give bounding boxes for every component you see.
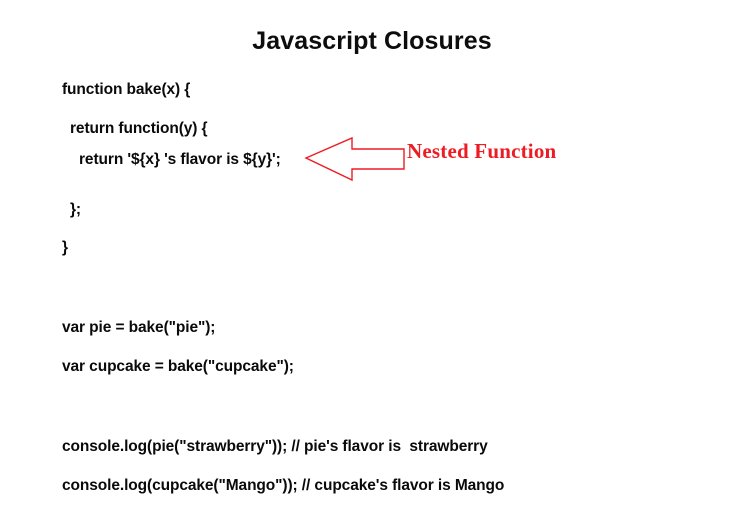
left-arrow-icon — [303, 133, 407, 185]
arrow-outline — [304, 136, 405, 182]
code-line: console.log(cupcake("Mango")); // cupcak… — [62, 477, 505, 494]
annotation-label: Nested Function — [407, 139, 557, 163]
code-line: console.log(pie("strawberry")); // pie's… — [62, 438, 488, 455]
code-line: function bake(x) { — [62, 81, 191, 98]
code-line: var cupcake = bake("cupcake"); — [62, 358, 294, 375]
page-title: Javascript Closures — [252, 27, 492, 55]
code-line: var pie = bake("pie"); — [62, 319, 216, 336]
code-line: return function(y) { — [70, 120, 208, 137]
code-line: }; — [70, 201, 81, 218]
code-line: return '${x} 's flavor is ${y}'; — [79, 151, 281, 168]
code-line: } — [62, 239, 68, 256]
